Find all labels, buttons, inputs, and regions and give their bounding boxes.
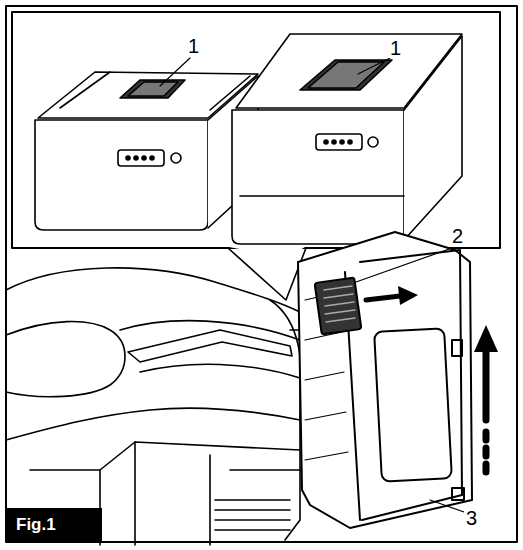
callout-number: 1: [388, 38, 403, 58]
callout-number: 2: [450, 226, 465, 246]
figure-number: Fig.1: [16, 515, 56, 535]
callout-number: 1: [186, 36, 201, 56]
callout-number: 3: [464, 508, 479, 528]
figure-tag: Fig.1: [6, 508, 102, 542]
